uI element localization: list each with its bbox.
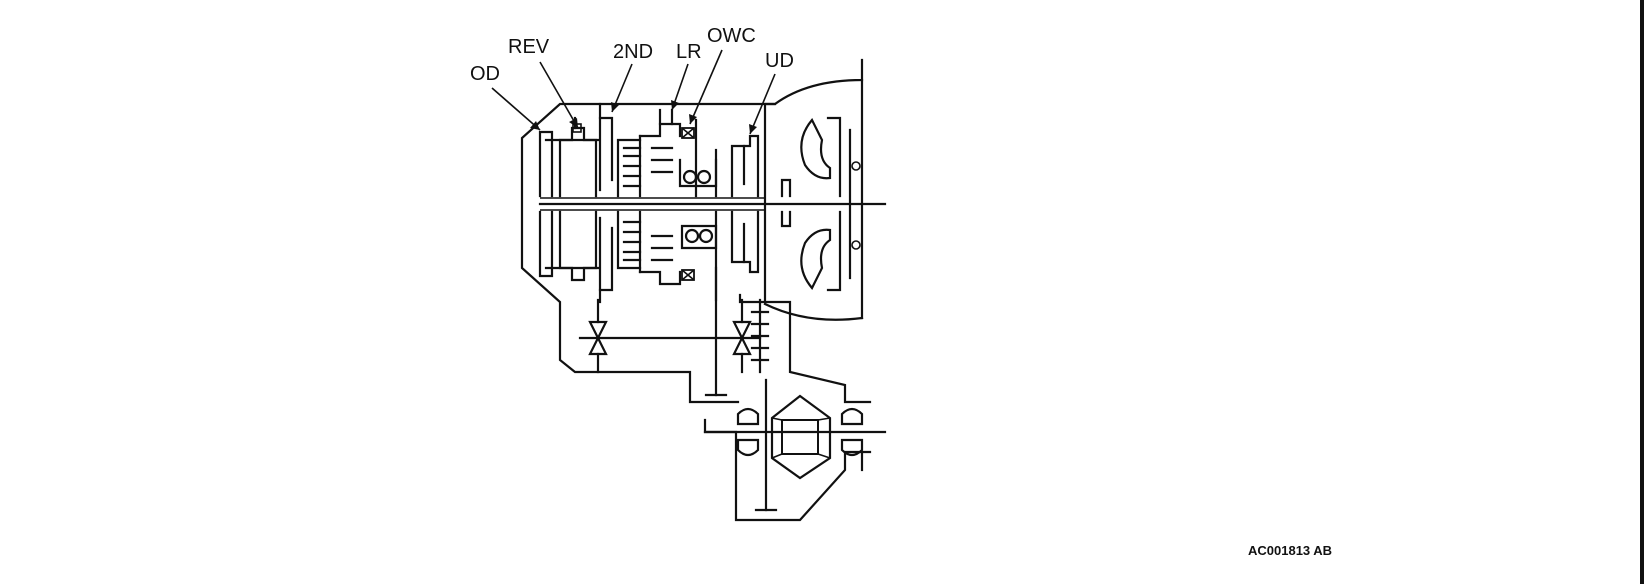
upper-gear-train	[538, 102, 760, 198]
label-owc: OWC	[707, 25, 756, 47]
label-rev: REV	[508, 36, 550, 58]
main-shaft	[538, 197, 887, 211]
page-edge-rule	[1640, 0, 1644, 584]
label-od: OD	[470, 63, 500, 85]
transfer-shaft	[578, 266, 770, 397]
label-lr: LR	[676, 41, 702, 63]
component-labels: OD REV 2ND LR OWC UD	[470, 25, 794, 85]
label-2nd: 2ND	[613, 41, 653, 63]
arrowhead-ud	[749, 124, 757, 134]
leader-rev	[539, 61, 579, 129]
leader-owc	[689, 49, 723, 125]
torque-converter	[780, 116, 861, 292]
figure-reference-code: AC001813 AB	[1248, 543, 1332, 558]
differential	[736, 378, 864, 512]
arrowhead-owc	[689, 114, 697, 124]
label-ud: UD	[765, 50, 794, 72]
lower-gear-train	[538, 210, 760, 304]
transmission-case	[520, 58, 887, 522]
leader-od	[491, 87, 541, 131]
